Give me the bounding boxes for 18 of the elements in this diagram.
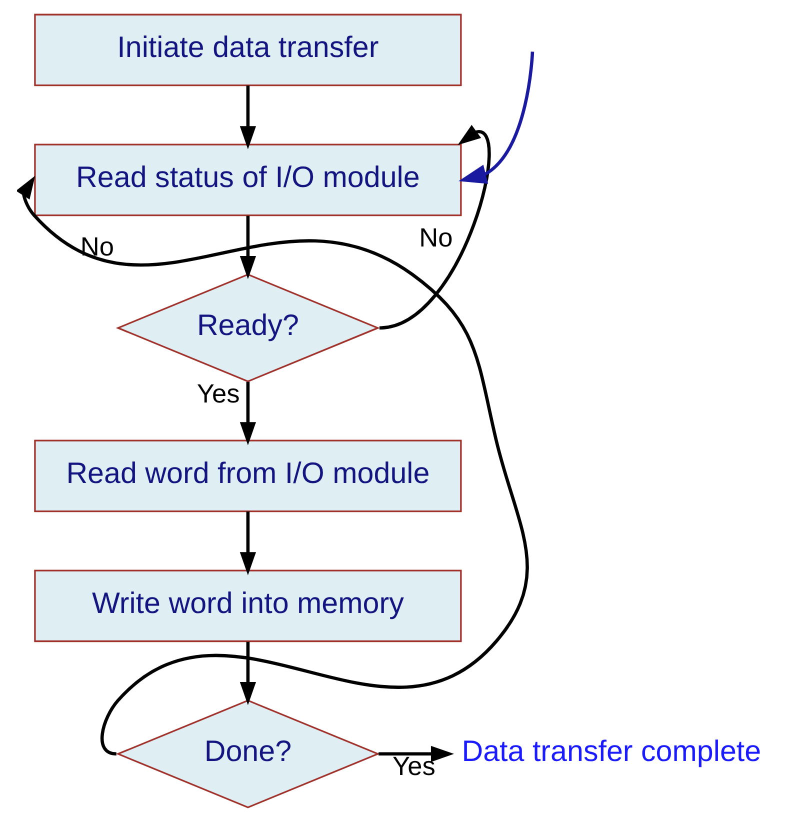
arrow: [239, 642, 256, 706]
arrow: [378, 124, 490, 330]
node-box: Write word into memory: [34, 570, 462, 642]
edge-label: Yes: [392, 750, 435, 781]
node-box: Initiate data transfer: [34, 14, 462, 86]
edge-label: No: [418, 222, 452, 253]
arrow: [239, 512, 256, 576]
edge-label: No: [80, 231, 114, 262]
node-text: Data transfer complete: [461, 735, 761, 768]
arrow: [378, 746, 454, 762]
arrow: [458, 52, 534, 184]
arrow: [239, 86, 256, 150]
arrow: [239, 382, 256, 446]
node-box: Read word from I/O module: [34, 440, 462, 512]
node-diamond: Ready?: [115, 274, 380, 382]
arrow: [239, 216, 256, 280]
node-diamond: Done?: [115, 700, 380, 808]
node-box: Read status of I/O module: [34, 144, 462, 216]
